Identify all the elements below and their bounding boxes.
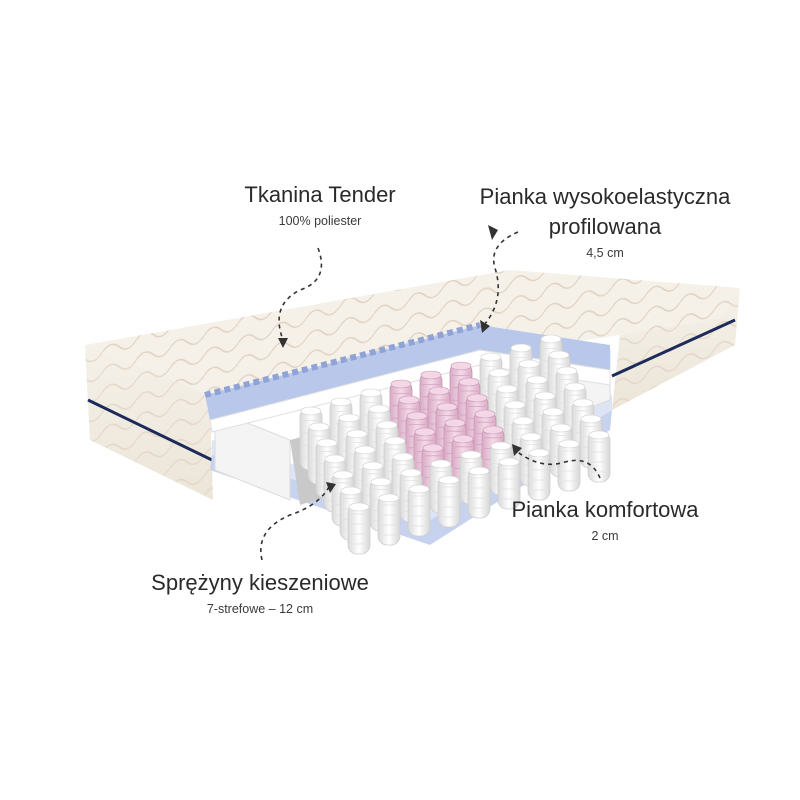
spring-white: [377, 493, 401, 546]
spring-white: [587, 430, 611, 483]
label-profiled-foam: Pianka wysokoelastyczna profilowana 4,5 …: [455, 182, 755, 260]
comfort-foam-title: Pianka komfortowa: [511, 497, 699, 522]
arrow-profiled-foam: [480, 225, 519, 333]
arrow-fabric: [278, 247, 323, 348]
spring-white: [497, 457, 521, 510]
fabric-sub: 100% poliester: [278, 214, 362, 228]
profiled-foam-title-line2: profilowana: [548, 214, 662, 239]
springs-sub: 7-strefowe – 12 cm: [206, 602, 314, 616]
profiled-foam-sub: 4,5 cm: [586, 246, 624, 260]
cover-right-side: [611, 288, 740, 410]
spring-white: [467, 466, 491, 519]
cover-left-side: [85, 345, 213, 500]
arrow-springs: [260, 482, 336, 561]
comfort-foam-sub: 2 cm: [591, 529, 619, 543]
springs-title: Sprężyny kieszeniowe: [151, 570, 369, 595]
spring-white: [347, 502, 371, 555]
profiled-foam: [205, 325, 610, 420]
piping-left: [87, 398, 213, 462]
piping-right: [611, 318, 736, 378]
pocket-springs: [299, 334, 611, 555]
spring-white: [557, 439, 581, 492]
label-fabric: Tkanina Tender 100% poliester: [230, 180, 410, 228]
spring-white: [437, 475, 461, 528]
comfort-foam-left: [214, 409, 291, 501]
profiled-foam-title-line1: Pianka wysokoelastyczna: [479, 184, 731, 209]
label-comfort-foam: Pianka komfortowa 2 cm: [495, 495, 715, 543]
fabric-title: Tkanina Tender: [244, 182, 396, 207]
spring-white: [407, 484, 431, 537]
arrow-comfort-foam: [512, 444, 601, 479]
cover-top: [85, 270, 740, 395]
spring-white: [527, 448, 551, 501]
label-springs: Sprężyny kieszeniowe 7-strefowe – 12 cm: [130, 568, 390, 616]
